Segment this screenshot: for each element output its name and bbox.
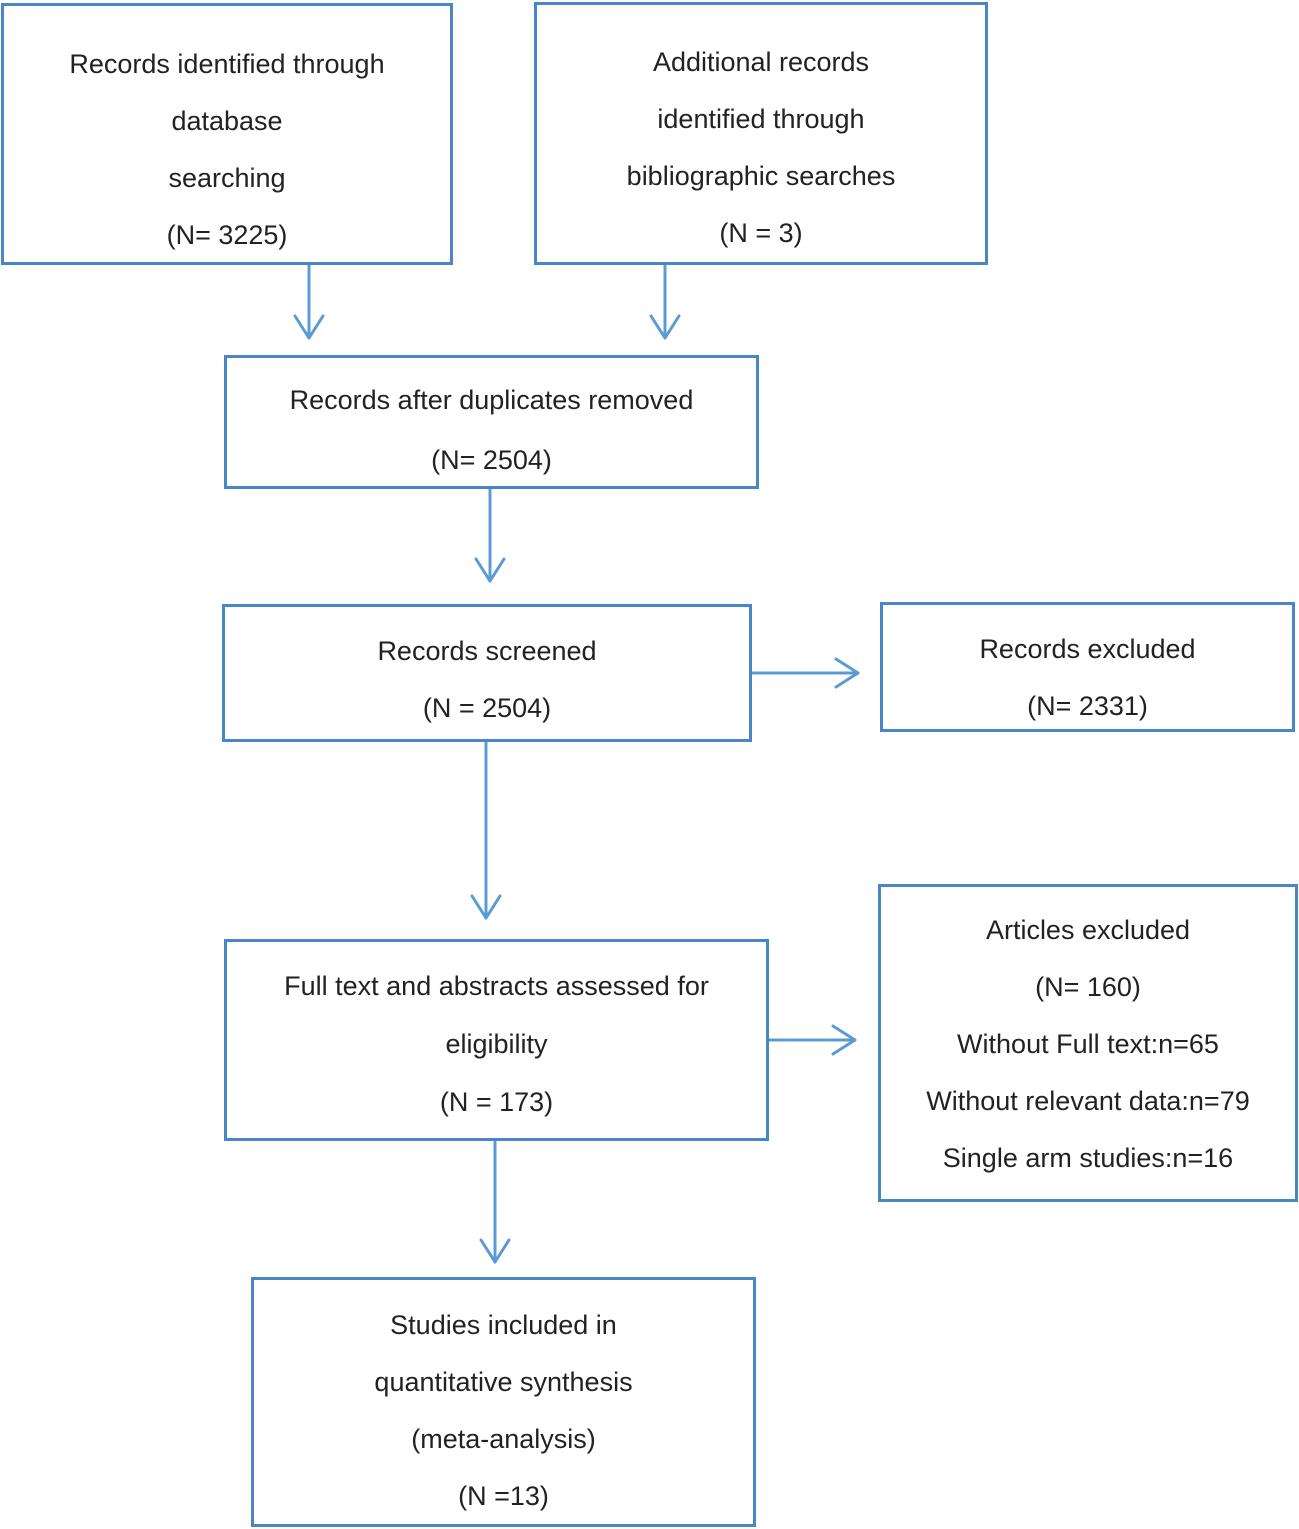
box-text-line: quantitative synthesis	[374, 1367, 633, 1397]
box-text-line: Additional records	[652, 47, 870, 77]
box-text-line: bibliographic searches	[626, 161, 896, 191]
box-text-line: Records after duplicates removed	[289, 385, 694, 415]
box-text-line: Records identified through	[69, 49, 385, 79]
box-articles-excluded: Articles excluded (N= 160) Without Full …	[878, 884, 1298, 1202]
arrow-screened-to-fulltext	[470, 740, 502, 920]
box-records-identified-database: Records identified through database sear…	[1, 3, 453, 265]
box-reason-line: Without relevant data:n=79	[926, 1086, 1250, 1116]
box-records-after-duplicates: Records after duplicates removed (N= 250…	[224, 355, 759, 489]
box-text-line: Records screened	[377, 636, 597, 666]
arrow-fulltext-to-articles-excluded	[767, 1024, 857, 1056]
arrow-duplicates-to-screened	[474, 487, 506, 583]
box-text-line: eligibility	[445, 1029, 548, 1059]
box-count: (N = 3)	[719, 218, 803, 248]
box-text-line: searching	[168, 163, 286, 193]
arrow-fulltext-to-included	[479, 1139, 511, 1264]
box-count: (N = 2504)	[422, 693, 552, 723]
box-text-line: identified through	[657, 104, 865, 134]
box-full-text-assessed: Full text and abstracts assessed for eli…	[224, 939, 769, 1141]
box-records-screened: Records screened (N = 2504)	[222, 604, 752, 742]
box-text-line: (meta-analysis)	[411, 1424, 596, 1454]
box-count: (N = 173)	[439, 1087, 554, 1117]
arrow-additional-to-duplicates	[649, 263, 681, 340]
box-text-line: Records excluded	[979, 634, 1196, 664]
box-count: (N= 160)	[1035, 972, 1141, 1002]
box-count: (N= 3225)	[166, 220, 288, 250]
box-text-line: database	[171, 106, 283, 136]
box-text-line: Articles excluded	[985, 915, 1191, 945]
box-text-line: Studies included in	[390, 1310, 617, 1340]
box-studies-included: Studies included in quantitative synthes…	[251, 1277, 756, 1527]
arrow-screened-to-excluded	[750, 657, 860, 689]
arrow-database-to-duplicates	[293, 263, 325, 340]
box-count: (N= 2331)	[1027, 691, 1148, 721]
box-count: (N =13)	[458, 1481, 549, 1511]
box-count: (N= 2504)	[431, 445, 552, 475]
box-reason-line: Without Full text:n=65	[957, 1029, 1219, 1059]
box-reason-line: Single arm studies:n=16	[942, 1143, 1234, 1173]
box-additional-records: Additional records identified through bi…	[534, 2, 988, 265]
box-text-line: Full text and abstracts assessed for	[284, 971, 709, 1001]
box-records-excluded: Records excluded (N= 2331)	[880, 602, 1295, 732]
